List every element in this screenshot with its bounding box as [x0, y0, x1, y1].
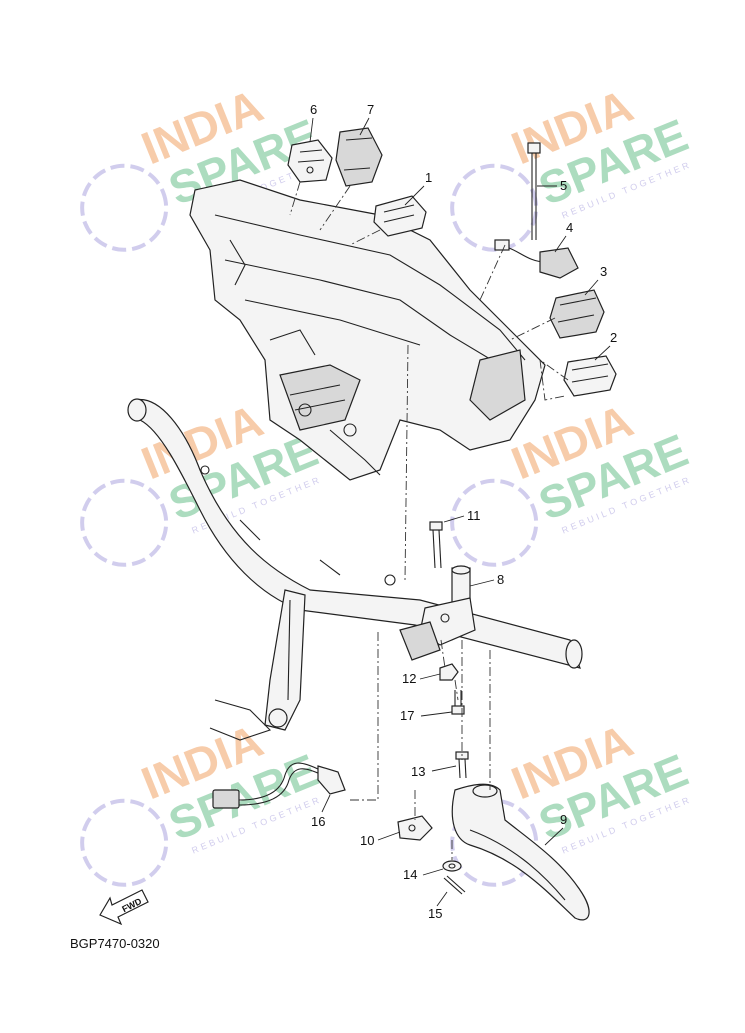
callout-leader-12: [419, 673, 441, 680]
switch-1: [373, 195, 427, 237]
callout-15[interactable]: 15: [428, 906, 442, 921]
callout-leader-6: [309, 117, 314, 143]
callout-8[interactable]: 8: [497, 572, 504, 587]
callout-leader-2: [594, 345, 611, 361]
callout-leader-10: [377, 831, 401, 841]
connector-4: [494, 239, 579, 279]
washer-14: [442, 860, 462, 872]
callout-leader-3: [584, 279, 599, 296]
switch-7: [335, 127, 383, 187]
switch-6: [287, 139, 333, 183]
callout-leader-17: [420, 711, 453, 717]
callout-leader-16: [321, 794, 331, 813]
pin-15: [443, 875, 466, 895]
callout-13[interactable]: 13: [411, 764, 425, 779]
callout-9[interactable]: 9: [560, 812, 567, 827]
callout-16[interactable]: 16: [311, 814, 325, 829]
callout-3[interactable]: 3: [600, 264, 607, 279]
fwd-arrow-icon: FWD: [99, 889, 149, 926]
callout-leader-11: [443, 515, 465, 523]
callout-14[interactable]: 14: [403, 867, 417, 882]
callout-leader-9: [544, 827, 564, 846]
bolt-11: [429, 521, 443, 569]
callout-leader-14: [422, 868, 444, 876]
callout-leader-15: [436, 891, 448, 907]
callout-5[interactable]: 5: [560, 178, 567, 193]
handlebar: [127, 398, 583, 741]
nut-12: [439, 663, 459, 681]
callout-leader-8: [469, 579, 495, 587]
callout-17[interactable]: 17: [400, 708, 414, 723]
callout-7[interactable]: 7: [367, 102, 374, 117]
handlebar-cover: [189, 179, 546, 481]
bolt-17: [451, 690, 465, 715]
callout-4[interactable]: 4: [566, 220, 573, 235]
callout-6[interactable]: 6: [310, 102, 317, 117]
switch-3: [549, 289, 605, 339]
callout-leader-13: [431, 765, 457, 772]
callout-12[interactable]: 12: [402, 671, 416, 686]
lever-9: [451, 783, 590, 921]
holder-10: [397, 815, 433, 841]
callout-leader-1: [404, 185, 425, 206]
callout-2[interactable]: 2: [610, 330, 617, 345]
callout-leader-7: [359, 117, 370, 136]
diagram-code: BGP7470-0320: [70, 936, 160, 951]
callout-11[interactable]: 11: [467, 508, 481, 523]
band-5: [527, 142, 541, 240]
callout-10[interactable]: 10: [360, 833, 374, 848]
switch-16: [212, 762, 346, 809]
switch-2: [563, 355, 617, 397]
lever-holder-8: [399, 565, 476, 661]
callout-1[interactable]: 1: [425, 170, 432, 185]
callout-leader-4: [554, 235, 567, 253]
